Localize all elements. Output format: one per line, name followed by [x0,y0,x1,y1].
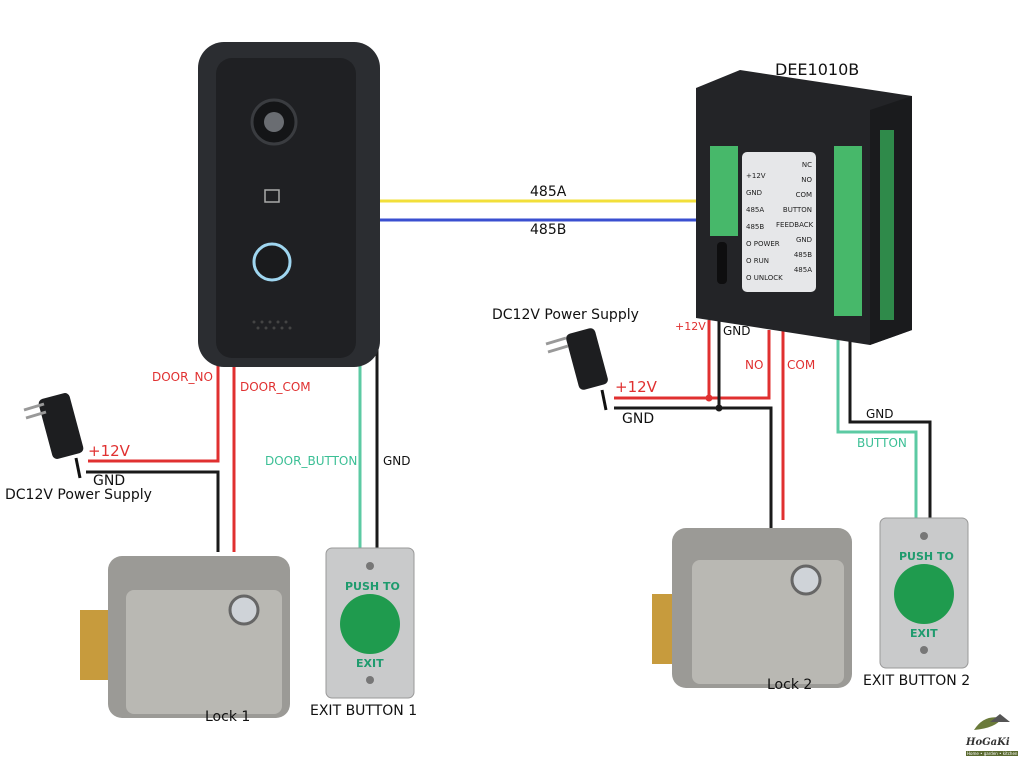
label-plus12-right: +12V [675,320,706,333]
bus-label-485a: 485A [530,184,567,200]
exit-button-2 [879,517,969,669]
label-no-right: NO [745,358,764,372]
wire-gnd-lock2 [719,406,773,540]
controller-title: DEE1010B [775,60,860,79]
exit-1-push-to: PUSH TO [345,580,400,593]
card-reader-icon [264,189,280,203]
label-door-com: DOOR_COM [240,380,311,394]
label-door-button: DOOR_BUTTON [265,454,358,468]
label-btn-gnd-right: GND [866,407,894,421]
exit-1-exit: EXIT [356,657,384,670]
label-psu-plus-left: +12V [88,442,130,460]
label-button-right: BUTTON [857,436,907,450]
speaker-grille-icon [252,320,292,330]
panel-left-labels: +12V GND 485A 485B O POWER O RUN O UNLOC… [746,172,783,282]
wire-no-right [709,330,771,400]
label-psu-gnd-right: GND [622,411,655,427]
label-psu-left: DC12V Power Supply [5,487,152,503]
wire-button-right [836,340,918,518]
label-lock-2: Lock 2 [767,677,813,693]
label-com-right: COM [787,358,816,372]
video-doorbell [198,42,380,367]
panel-right-labels: NC NO COM BUTTON FEEDBACK GND 485B 485A [776,161,814,274]
exit-button-1 [325,547,415,699]
junction-plus12 [705,394,713,402]
label-psu-right: DC12V Power Supply [492,307,639,323]
label-exit-button-2: EXIT BUTTON 2 [863,673,971,689]
exit-2-push-to: PUSH TO [899,550,954,563]
label-lock-1: Lock 1 [205,709,251,725]
label-gnd-left: GND [383,454,411,468]
label-door-no: DOOR_NO [152,370,213,384]
label-psu-plus-right: +12V [615,378,657,396]
label-exit-button-1: EXIT BUTTON 1 [310,703,418,719]
power-supply-right-icon [545,328,608,411]
exit-2-exit: EXIT [910,627,938,640]
label-psu-gnd-left: GND [93,473,126,489]
wire-psu-gnd-left [86,470,220,552]
wire-door-no [88,335,220,463]
electric-lock-1 [80,556,290,718]
power-supply-left-icon [23,393,84,479]
call-button-icon [252,242,292,282]
hogaki-logo-icon [974,714,1010,730]
dee1010b-controller [696,70,912,345]
bus-label-485b: 485B [530,222,567,238]
wire-btn-gnd-right [848,340,932,518]
logo-tagline: Home • garden • kitchen [966,751,1019,756]
junction-gnd [715,404,723,412]
logo-name: HoGaKi [966,737,1010,748]
label-gnd-top-right: GND [723,324,751,338]
electric-lock-2 [652,528,852,688]
